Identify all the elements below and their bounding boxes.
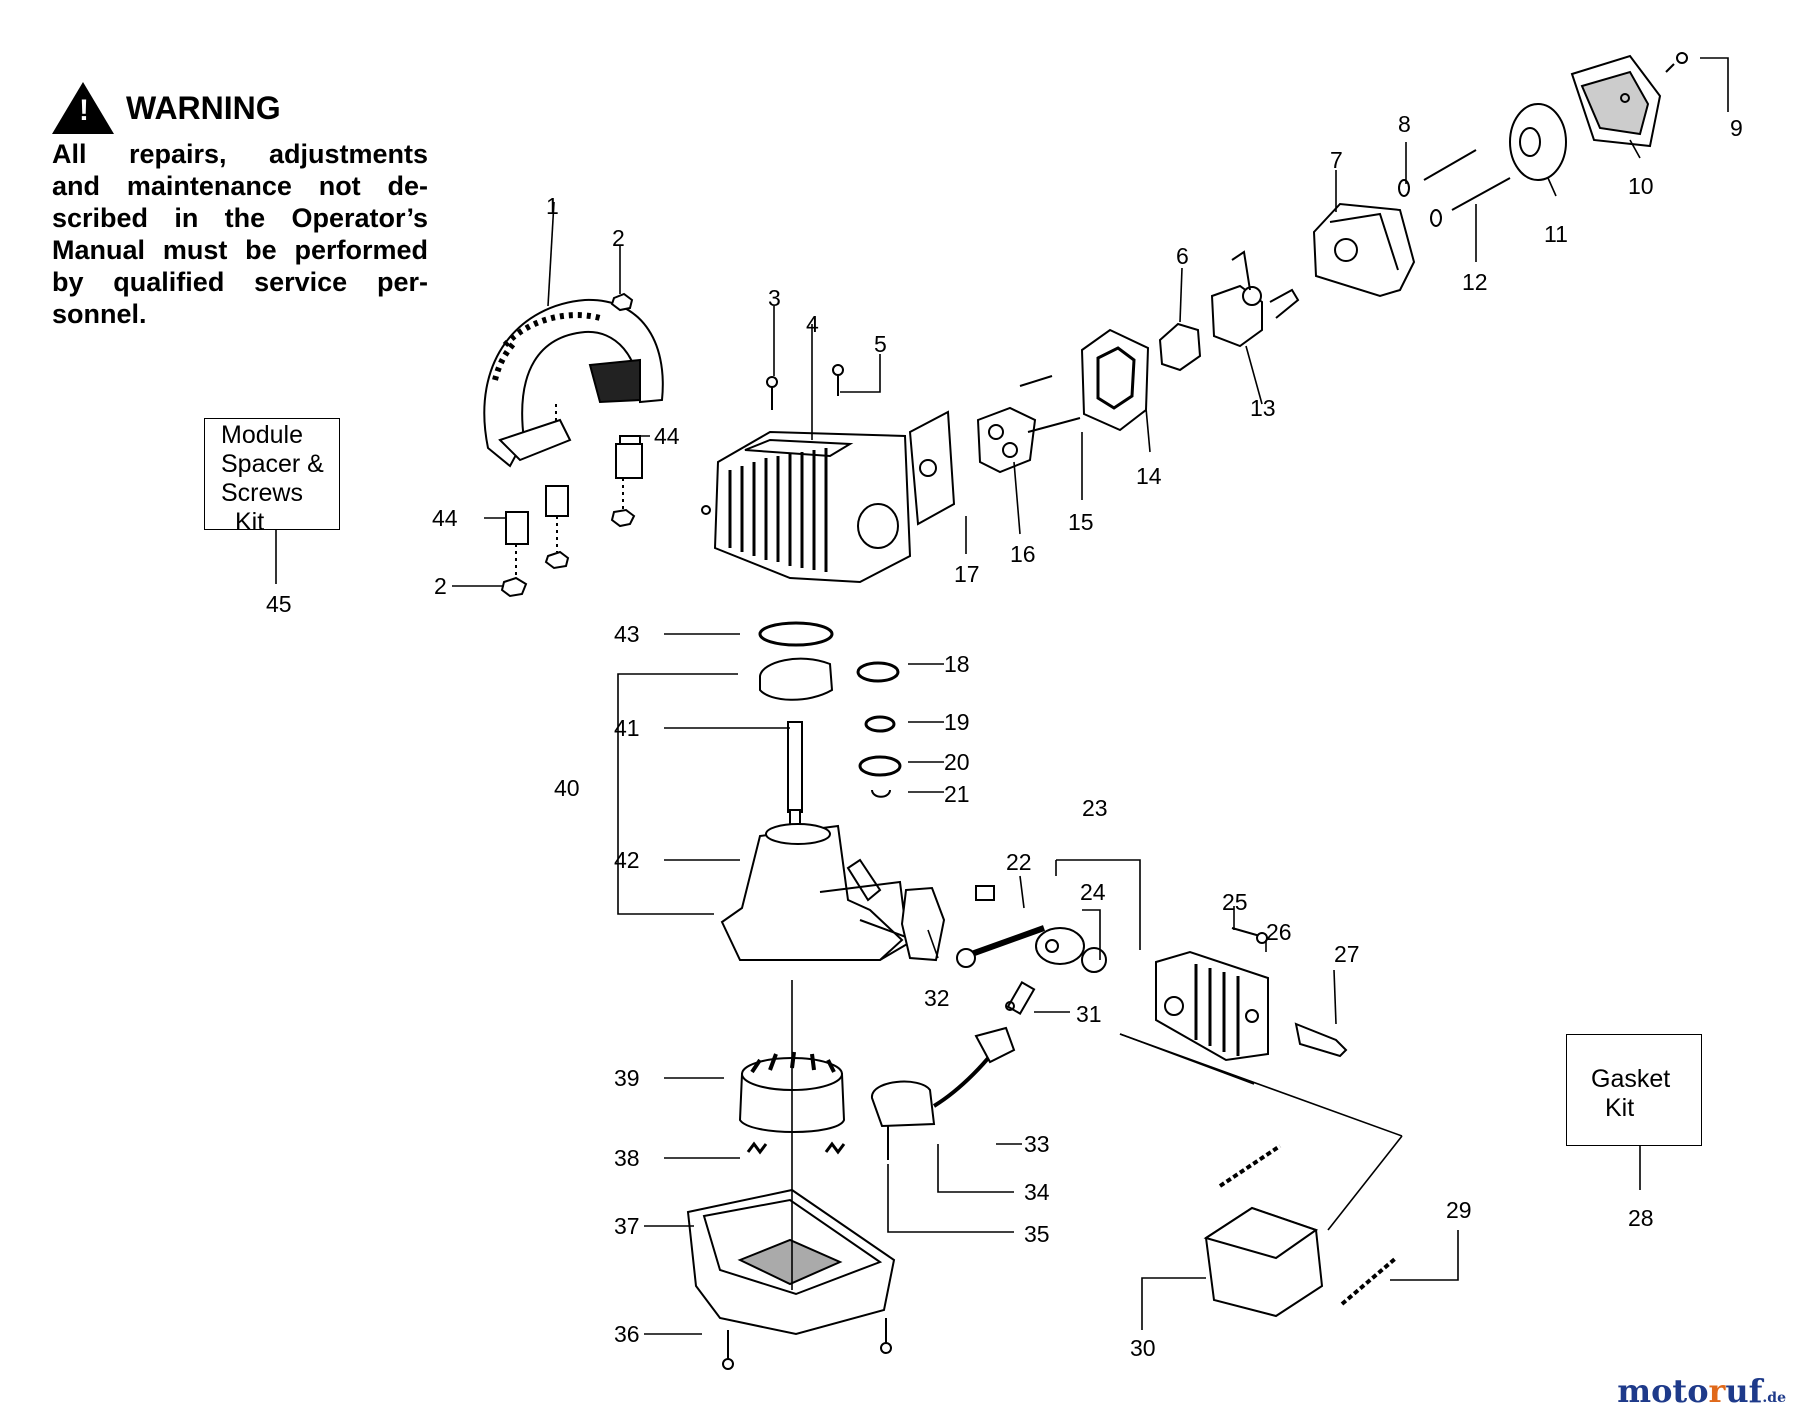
callout-28: 28 [1628, 1205, 1654, 1231]
callout-23: 23 [1082, 795, 1108, 821]
callout-30: 30 [1130, 1335, 1156, 1361]
callout-10: 10 [1628, 173, 1654, 199]
spacer-part [500, 292, 643, 598]
callout-1: 1 [546, 193, 559, 219]
housing-part [686, 1188, 896, 1336]
callout-29: 29 [1446, 1197, 1472, 1223]
callout-39: 39 [614, 1065, 640, 1091]
callout-2: 2 [612, 225, 625, 251]
callout-45: 45 [266, 591, 292, 617]
callout-44: 44 [432, 505, 458, 531]
warning-triangle-icon: ! [52, 82, 114, 134]
callout-14: 14 [1136, 463, 1162, 489]
callout-36: 36 [614, 1321, 640, 1347]
callout-44: 44 [654, 423, 680, 449]
kit-label: Screws [221, 479, 303, 507]
callout-25: 25 [1222, 889, 1248, 915]
callout-18: 18 [944, 651, 970, 677]
ignition-coil-part [870, 1026, 1016, 1128]
callout-5: 5 [874, 331, 887, 357]
callout-31: 31 [1076, 1001, 1102, 1027]
adapter-part [976, 406, 1037, 474]
callout-26: 26 [1266, 919, 1292, 945]
callout-2: 2 [434, 573, 447, 599]
callout-20: 20 [944, 749, 970, 775]
watermark-suffix: .de [1762, 1390, 1786, 1406]
callout-33: 33 [1024, 1131, 1050, 1157]
callout-11: 11 [1544, 221, 1568, 247]
callout-15: 15 [1068, 509, 1094, 535]
air-box-part [1312, 202, 1416, 298]
watermark-part: r [1708, 1372, 1726, 1410]
warning-heading: ! WARNING [52, 82, 281, 134]
warning-line: by qualified service per- [52, 267, 428, 297]
callout-35: 35 [1024, 1221, 1050, 1247]
warning-line: and maintenance not de- [52, 171, 428, 201]
module-kit-box: Module Spacer & Screws Kit [204, 418, 340, 536]
gasket-kit-box: Gasket Kit [1566, 1034, 1702, 1146]
callout-41: 41 [614, 715, 640, 741]
callout-16: 16 [1010, 541, 1036, 567]
shroud-part [483, 298, 664, 468]
warning-line: Manual must be performed [52, 235, 428, 265]
callout-37: 37 [614, 1213, 640, 1239]
callout-13: 13 [1250, 395, 1276, 421]
callout-43: 43 [614, 621, 640, 647]
kit-label: Module [221, 421, 303, 449]
kit-label: Kit [1605, 1094, 1635, 1122]
warning-line: sonnel. [52, 299, 147, 329]
watermark-part: uf [1725, 1372, 1763, 1410]
callout-17: 17 [954, 561, 980, 587]
callout-7: 7 [1330, 147, 1343, 173]
motoruf-watermark-logo: motoruf.de [1617, 1372, 1786, 1410]
callout-27: 27 [1334, 941, 1360, 967]
gasket-part [908, 410, 956, 526]
callout-22: 22 [1006, 849, 1032, 875]
crankcase-part [720, 823, 917, 961]
callout-3: 3 [768, 285, 781, 311]
callout-19: 19 [944, 709, 970, 735]
kit-label: Kit [235, 508, 265, 536]
callout-38: 38 [614, 1145, 640, 1171]
callout-6: 6 [1176, 243, 1189, 269]
callout-4: 4 [806, 311, 819, 337]
kit-label: Gasket [1591, 1065, 1671, 1093]
warning-title: WARNING [126, 89, 281, 126]
kit-label: Spacer & [221, 450, 324, 478]
callout-34: 34 [1024, 1179, 1050, 1205]
cylinder-cover-part [701, 430, 912, 584]
muffler-part [1203, 1206, 1324, 1318]
callout-21: 21 [944, 781, 970, 807]
warning-line: scribed in the Operator’s [52, 203, 428, 233]
callout-32: 32 [924, 985, 950, 1011]
warning-text: All repairs, adjustments and maintenance… [52, 138, 428, 330]
callout-9: 9 [1730, 115, 1743, 141]
callout-12: 12 [1462, 269, 1488, 295]
cylinder-part [1155, 950, 1269, 1062]
watermark-part: moto [1617, 1372, 1709, 1410]
crankshaft-part [759, 657, 834, 841]
callout-42: 42 [614, 847, 640, 873]
callout-40: 40 [554, 775, 580, 801]
callout-8: 8 [1398, 111, 1411, 137]
callout-24: 24 [1080, 879, 1106, 905]
warning-line: All repairs, adjustments [52, 139, 428, 169]
